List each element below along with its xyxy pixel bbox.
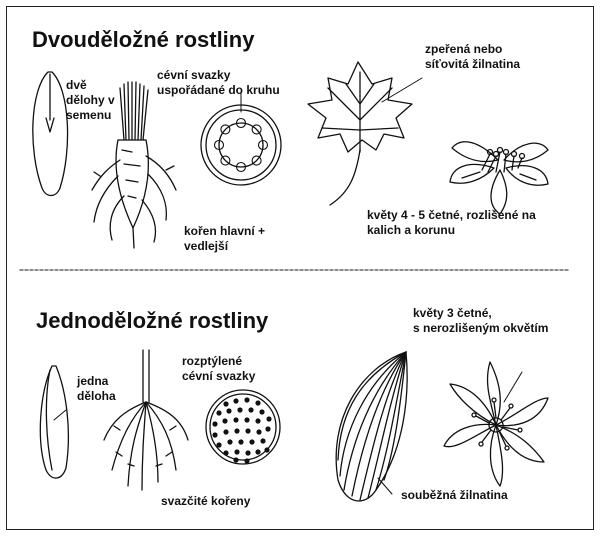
dicot-leaf-label: zpeřená nebo síťovitá žilnatina [425, 42, 521, 71]
dicot-title: Dvouděložné rostliny [32, 27, 255, 52]
dicot-flower-icon [449, 141, 549, 215]
dicot-seed-icon [32, 71, 69, 197]
monocot-seed-label: jedna děloha [77, 374, 116, 403]
monocot-title: Jednoděložné rostliny [36, 308, 269, 333]
dicot-flower-label: květy 4 - 5 četné, rozlišené na kalich a… [367, 208, 536, 237]
taproot-icon [91, 81, 177, 249]
dicot-root-label: kořen hlavní + vedlejší [184, 224, 266, 253]
dicot-seed-label: dvě dělohy v semenu [66, 78, 115, 122]
monocot-leaf-icon [335, 351, 408, 502]
monocot-root-label: svazčité kořeny [161, 494, 251, 508]
monocot-stem-section-icon [205, 389, 281, 465]
diagram-frame [6, 6, 594, 530]
fibrous-root-icon [103, 349, 189, 491]
monocot-flower-icon [443, 361, 549, 487]
monocot-seed-icon [39, 365, 70, 479]
monocot-flower-label: květy 3 četné, s nerozlišeným okvětím [413, 306, 549, 335]
monocot-leaf-label: souběžná žilnatina [401, 488, 508, 502]
dicot-vascular-label: cévní svazky uspořádané do kruhu [157, 68, 280, 97]
dicot-stem-section-icon [200, 91, 282, 186]
dicot-leaf-icon [307, 61, 423, 206]
monocot-vascular-label: rozptýlené cévní svazky [182, 354, 256, 383]
